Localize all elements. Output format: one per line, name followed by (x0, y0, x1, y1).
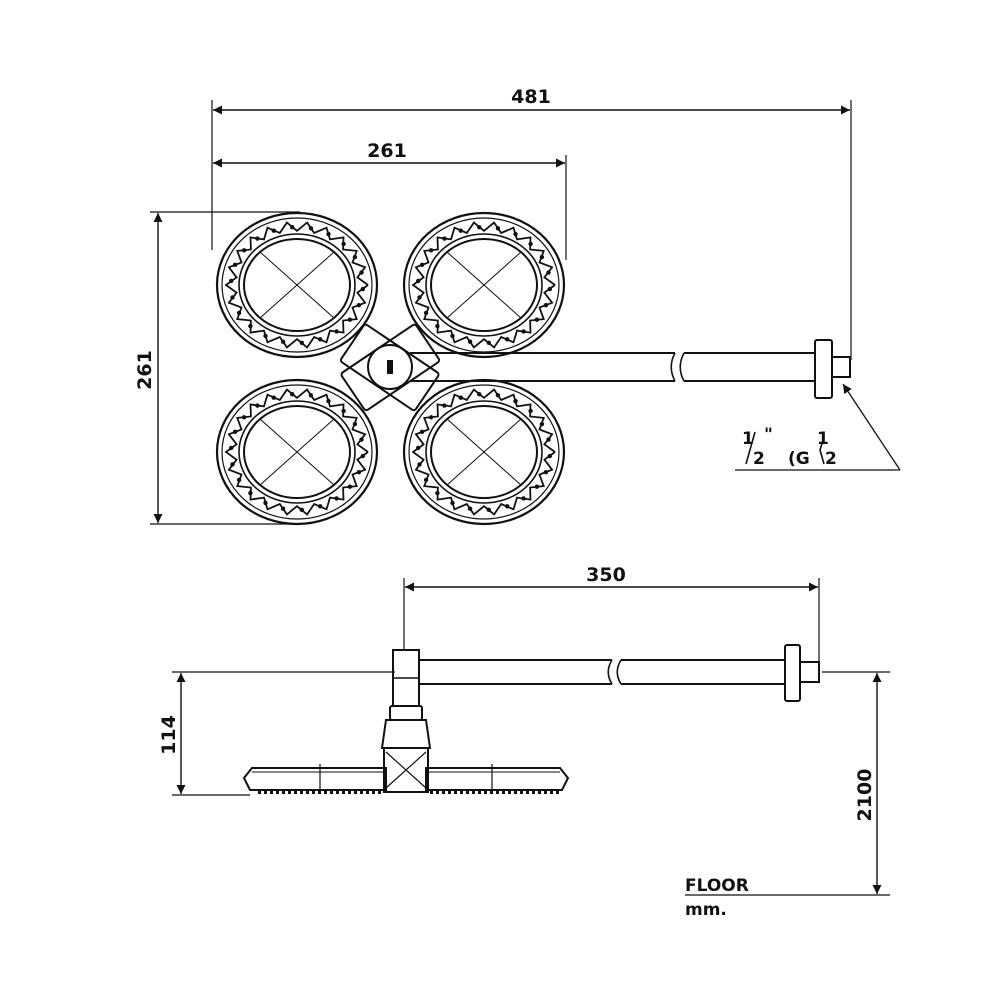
thread-inch-mark: " (764, 425, 773, 445)
spray-head-bottom-right (402, 378, 566, 526)
shower-arm-top (410, 339, 851, 399)
dim-text-261-vertical: 261 (134, 350, 156, 390)
dim-text-114: 114 (158, 715, 180, 755)
floor-label: FLOOR (685, 876, 749, 896)
shower-arm-side (418, 644, 820, 702)
dim-text-261-horizontal: 261 (367, 140, 407, 162)
thread-g-prefix: (G (788, 449, 810, 469)
thread-callout: 1 2 " (G 1 2 (735, 383, 901, 471)
dim-text-2100: 2100 (854, 769, 876, 822)
nozzle-row (258, 791, 559, 794)
shower-head-side (242, 764, 570, 794)
dim-text-350: 350 (586, 564, 626, 586)
side-view: 350 114 2100 (158, 564, 890, 920)
dimension-height: 2100 (685, 671, 890, 896)
shower-connector (380, 649, 432, 793)
dimension-drop: 114 (158, 671, 395, 796)
unit-label: mm. (685, 900, 727, 920)
spray-head-top-right (402, 211, 566, 359)
dim-text-481: 481 (511, 86, 551, 108)
spray-head-bottom-left (215, 378, 379, 526)
thread-frac-num: 1 (742, 429, 754, 449)
spray-heads (215, 211, 566, 526)
thread-frac-den: 2 (753, 449, 765, 469)
spray-head-top-left (215, 211, 379, 359)
top-view: 481 261 261 (134, 86, 901, 526)
thread-g-den: 2 (825, 449, 837, 469)
dimension-head-width: 261 (213, 140, 567, 260)
dimension-total-width: 481 (211, 86, 852, 360)
hub-cross (339, 323, 441, 412)
dimension-arm-length: 350 (403, 564, 820, 665)
dimension-head-height: 261 (134, 211, 300, 525)
